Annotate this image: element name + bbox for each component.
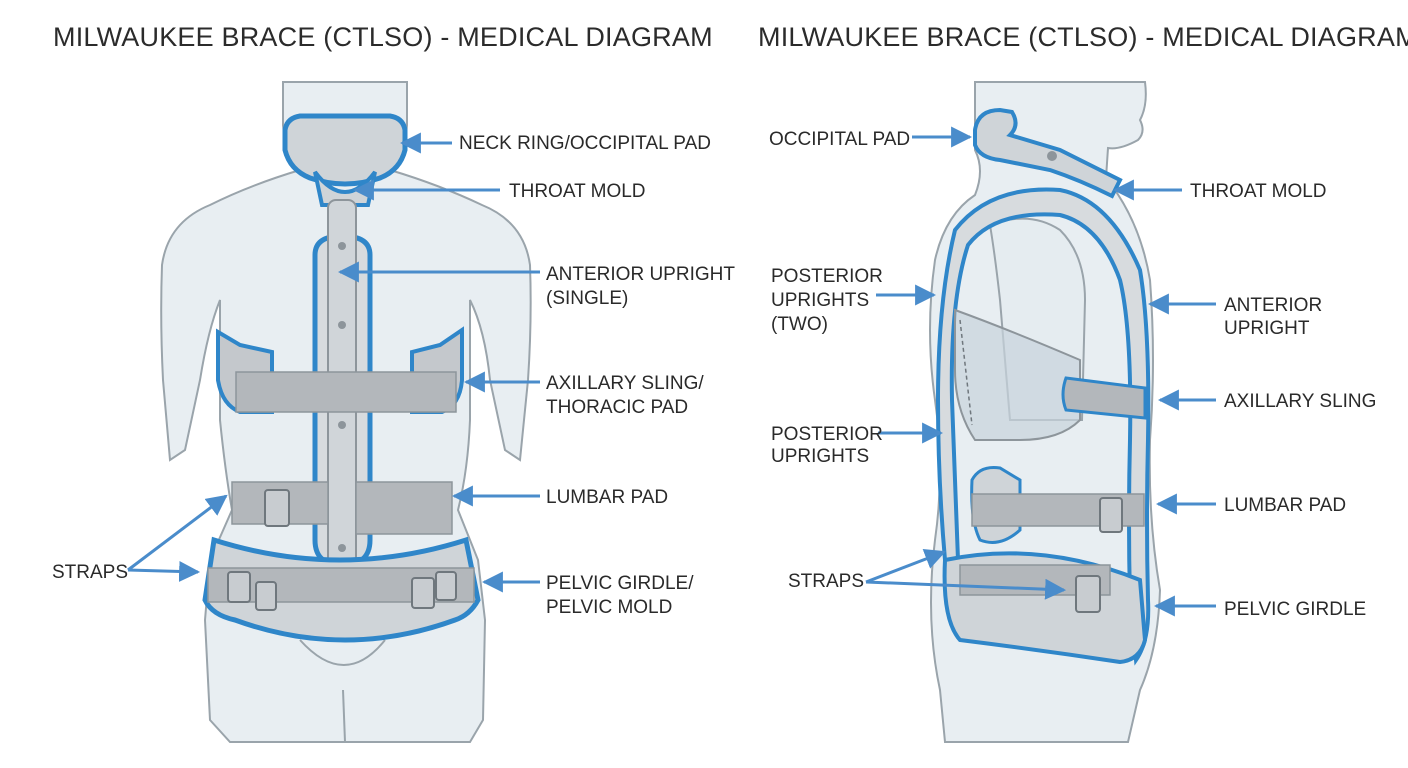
label-thoracic-pad: THORACIC PAD xyxy=(546,397,688,418)
front-arrow-straps-upper xyxy=(127,494,228,572)
side-neck-rivet xyxy=(1047,151,1057,161)
label-neck-ring: NECK RING/OCCIPITAL PAD xyxy=(459,133,711,154)
label-posterior-two-2: UPRIGHTS xyxy=(771,290,869,311)
label-side-axillary: AXILLARY SLING xyxy=(1224,391,1376,412)
front-arrow-straps-lower xyxy=(127,560,201,582)
front-thoracic-strap xyxy=(235,371,457,413)
label-posterior-2: UPRIGHTS xyxy=(771,446,869,467)
label-side-straps: STRAPS xyxy=(788,571,864,592)
label-side-lumbar: LUMBAR PAD xyxy=(1224,495,1346,516)
label-posterior-1: POSTERIOR xyxy=(771,424,883,445)
front-neck-ring xyxy=(282,113,408,187)
side-view: OCCIPITAL PAD THROAT MOLD POSTERIOR UPRI… xyxy=(769,81,1376,743)
label-side-throat-mold: THROAT MOLD xyxy=(1190,181,1327,202)
front-lumbar-buckle xyxy=(264,489,290,527)
label-side-anterior-1: ANTERIOR xyxy=(1224,295,1322,316)
front-pelvic-buckle-right xyxy=(411,577,435,609)
front-pelvic-buckle-right2 xyxy=(435,571,457,601)
side-pad-edge xyxy=(959,319,973,426)
label-posterior-two-1: POSTERIOR xyxy=(771,266,883,287)
front-upright-rivet xyxy=(338,544,346,552)
label-pelvic-girdle: PELVIC GIRDLE/ xyxy=(546,573,694,594)
label-posterior-two-3: (TWO) xyxy=(771,314,828,335)
front-lumbar-pad-right xyxy=(355,481,453,535)
label-straps: STRAPS xyxy=(52,562,128,583)
label-occipital-pad: OCCIPITAL PAD xyxy=(769,129,910,150)
front-view: NECK RING/OCCIPITAL PAD THROAT MOLD ANTE… xyxy=(52,81,735,743)
side-lumbar-buckle xyxy=(1099,497,1123,533)
label-lumbar-pad: LUMBAR PAD xyxy=(546,487,668,508)
label-throat-mold: THROAT MOLD xyxy=(509,181,646,202)
label-axillary-sling: AXILLARY SLING/ xyxy=(546,373,704,394)
front-pelvic-buckle-left2 xyxy=(255,581,277,611)
label-anterior-upright-sub: (SINGLE) xyxy=(546,288,628,309)
side-pelvic-buckle xyxy=(1075,575,1101,613)
side-view-title: MILWAUKEE BRACE (CTLSO) - MEDICAL DIAGRA… xyxy=(758,22,1408,52)
label-anterior-upright: ANTERIOR UPRIGHT xyxy=(546,264,735,285)
front-upright-rivet xyxy=(338,242,346,250)
label-pelvic-mold: PELVIC MOLD xyxy=(546,597,672,618)
label-side-anterior-2: UPRIGHT xyxy=(1224,318,1310,339)
front-pelvic-buckle-left xyxy=(227,571,251,603)
front-groin-line xyxy=(299,639,386,666)
front-upright-rivet xyxy=(338,421,346,429)
side-arrow-straps-1 xyxy=(865,548,946,584)
label-side-pelvic: PELVIC GIRDLE xyxy=(1224,599,1366,620)
front-view-title: MILWAUKEE BRACE (CTLSO) - MEDICAL DIAGRA… xyxy=(53,22,713,52)
side-axillary-sling xyxy=(1061,376,1147,420)
side-thoracic-pad xyxy=(954,308,1081,441)
side-arrow-straps-2 xyxy=(865,578,1067,600)
front-upright-rivet xyxy=(338,321,346,329)
front-leg-line xyxy=(342,689,346,743)
